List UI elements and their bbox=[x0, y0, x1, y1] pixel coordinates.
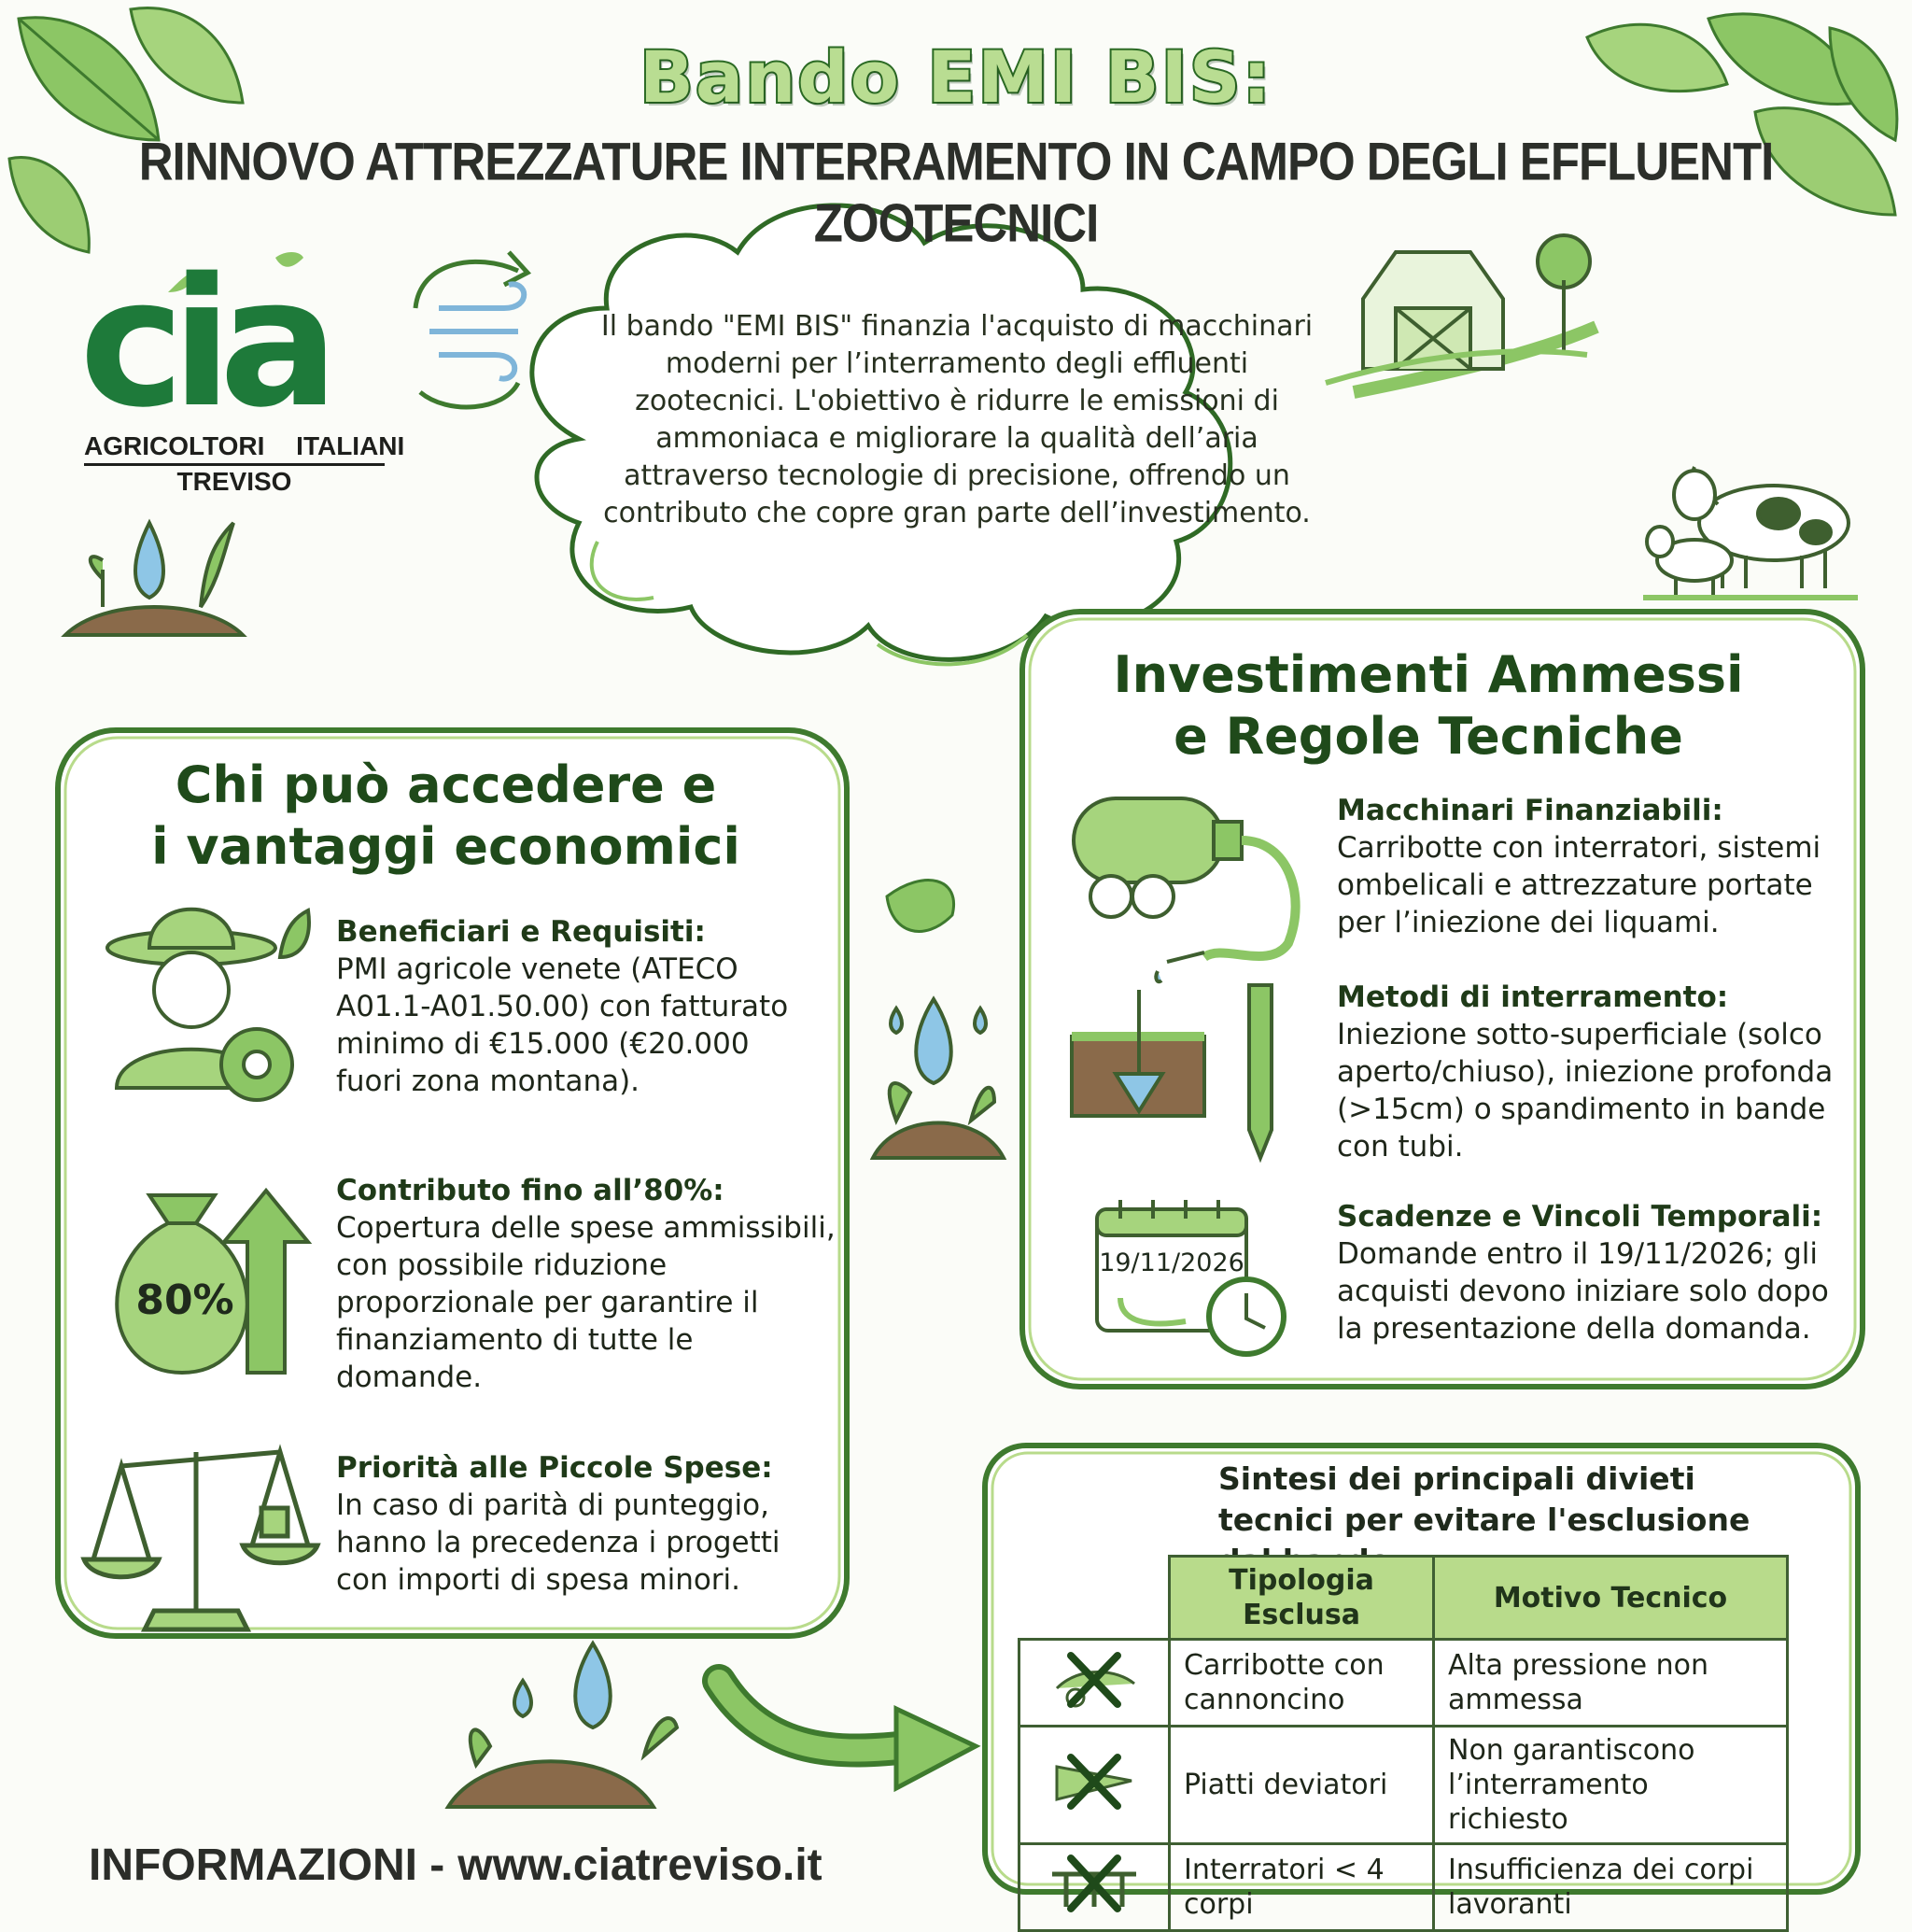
tipologia-cell: Carribotte con cannoncino bbox=[1168, 1638, 1435, 1728]
left-panel-title: Chi può accedere e i vantaggi economici bbox=[112, 754, 780, 878]
logo-divider bbox=[84, 463, 385, 466]
page-title: Bando EMI BIS: bbox=[638, 34, 1272, 120]
leaf-icon bbox=[7, 7, 1899, 960]
macchinari-item: Macchinari Finanziabili: Carribotte con … bbox=[1337, 792, 1841, 941]
divieti-table: Tipologia Esclusa Motivo Tecnico Carribo… bbox=[1018, 1555, 1789, 1932]
tipologia-cell: Interratori < 4 corpi bbox=[1168, 1842, 1435, 1932]
slurry-tanker-icon bbox=[1072, 797, 1300, 984]
right-panel-title-line2: e Regole Tecniche bbox=[1174, 707, 1683, 766]
balance-scale-icon bbox=[80, 1444, 321, 1632]
right-panel-frame bbox=[1019, 609, 1865, 1389]
cia-logo-text: cia bbox=[79, 240, 326, 446]
right-panel-title: Investimenti Ammessi e Regole Tecniche bbox=[1036, 644, 1821, 768]
page-subtitle: RINNOVO ATTREZZATURE INTERRAMENTO IN CAM… bbox=[138, 132, 1775, 253]
item-text: Copertura delle spese ammissibili, con p… bbox=[336, 1211, 836, 1394]
calendar-date: 19/11/2026 bbox=[1099, 1248, 1244, 1277]
item-text: In caso di parità di punteggio, hanno la… bbox=[336, 1488, 780, 1597]
farmer-gear-icon bbox=[105, 907, 311, 1102]
table-row: Interratori < 4 corpi Insufficienza dei … bbox=[1018, 1842, 1789, 1932]
intro-cloud bbox=[529, 203, 1233, 667]
item-title: Macchinari Finanziabili: bbox=[1337, 794, 1723, 827]
scadenze-item: Scadenze e Vincoli Temporali: Domande en… bbox=[1337, 1198, 1841, 1347]
table-header-row: Tipologia Esclusa Motivo Tecnico bbox=[1019, 1555, 1789, 1641]
item-title: Metodi di interramento: bbox=[1337, 980, 1729, 1014]
crossed-injector-icon bbox=[1018, 1842, 1171, 1932]
svg-text:80%: 80% bbox=[135, 1276, 233, 1324]
item-title: Contributo fino all’80%: bbox=[336, 1174, 724, 1207]
footer: INFORMAZIONI -www.ciatreviso.it bbox=[89, 1840, 822, 1891]
crossed-cannon-icon bbox=[1018, 1638, 1171, 1728]
footer-label: INFORMAZIONI - bbox=[89, 1840, 445, 1890]
table-row: Carribotte con cannoncino Alta pressione… bbox=[1018, 1638, 1789, 1728]
money-bag-icon bbox=[115, 1187, 313, 1375]
soil-injection-icon bbox=[1070, 983, 1273, 1163]
svg-text:19/11/2026: 19/11/2026 bbox=[1099, 1248, 1244, 1277]
water-drop-icon bbox=[444, 1640, 680, 1809]
cow-icon bbox=[1643, 466, 1858, 600]
item-title: Scadenze e Vincoli Temporali: bbox=[1337, 1200, 1823, 1234]
logo-line2: TREVISO bbox=[176, 467, 292, 496]
calendar-clock-icon bbox=[1095, 1200, 1286, 1357]
motivo-cell: Insufficienza dei corpi lavoranti bbox=[1432, 1842, 1789, 1932]
item-text: Carribotte con interratori, sistemi ombe… bbox=[1337, 831, 1821, 939]
intro-text: Il bando "EMI BIS" finanzia l'acquisto d… bbox=[600, 310, 1314, 529]
water-drop-icon bbox=[869, 995, 1007, 1160]
crossed-deflector-icon bbox=[1018, 1725, 1171, 1845]
column-header: Motivo Tecnico bbox=[1432, 1555, 1789, 1641]
left-panel-title-line1: Chi può accedere e bbox=[175, 755, 717, 814]
item-title: Priorità alle Piccole Spese: bbox=[336, 1451, 773, 1485]
item-text: PMI agricole venete (ATECO A01.1-A01.50.… bbox=[336, 952, 789, 1098]
left-panel-title-line2: i vantaggi economici bbox=[151, 817, 740, 876]
metodi-item: Metodi di interramento: Iniezione sotto-… bbox=[1337, 979, 1841, 1165]
motivo-cell: Alta pressione non ammessa bbox=[1432, 1638, 1789, 1728]
table-row: Piatti deviatori Non garantiscono l’inte… bbox=[1018, 1725, 1789, 1845]
priorita-item: Priorità alle Piccole Spese: In caso di … bbox=[336, 1449, 822, 1599]
item-text: Domande entro il 19/11/2026; gli acquist… bbox=[1337, 1237, 1829, 1346]
footer-link[interactable]: www.ciatreviso.it bbox=[457, 1840, 822, 1890]
item-text: Iniezione sotto-superficiale (solco aper… bbox=[1337, 1018, 1834, 1163]
soil-sprout-icon bbox=[61, 518, 247, 637]
barn-icon bbox=[1325, 233, 1599, 399]
wind-icon bbox=[413, 250, 532, 410]
right-panel-title-line1: Investimenti Ammessi bbox=[1113, 645, 1744, 704]
motivo-cell: Non garantiscono l’interramento richiest… bbox=[1432, 1725, 1789, 1845]
beneficiari-item: Beneficiari e Requisiti: PMI agricole ve… bbox=[336, 913, 822, 1100]
item-title: Beneficiari e Requisiti: bbox=[336, 915, 706, 949]
logo-line1: AGRICOLTORI ITALIANI bbox=[84, 431, 405, 460]
cia-logo: cia bbox=[79, 240, 339, 446]
contributo-item: Contributo fino all’80%: Copertura delle… bbox=[336, 1172, 840, 1396]
column-header: Tipologia Esclusa bbox=[1168, 1555, 1435, 1641]
tipologia-cell: Piatti deviatori bbox=[1168, 1725, 1435, 1845]
percent-badge: 80% bbox=[135, 1276, 233, 1324]
